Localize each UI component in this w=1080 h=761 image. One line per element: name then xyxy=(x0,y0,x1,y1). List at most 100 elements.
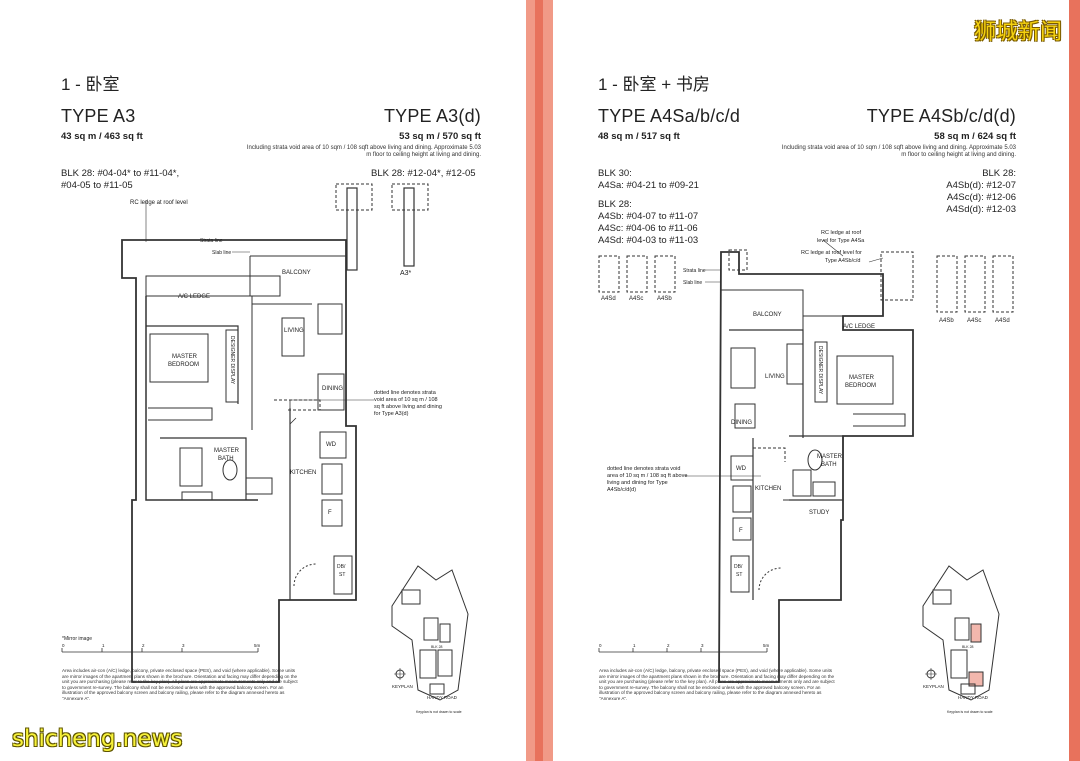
shower xyxy=(792,469,812,497)
wc xyxy=(807,449,823,471)
keyplan-block xyxy=(429,683,445,695)
slab-line-label: Slab line xyxy=(683,280,702,286)
void-note: Including strata void area of 10 sqm / 1… xyxy=(781,145,1016,158)
room-label: DINING xyxy=(322,386,343,392)
shower xyxy=(179,447,203,487)
blk-units-line1: BLK 28: #04-04* to #11-04*, xyxy=(61,168,180,179)
mini-plan xyxy=(964,255,986,313)
mini-plan-label: A3* xyxy=(400,270,412,277)
site-watermark: 狮城新闻 xyxy=(973,20,1062,45)
void-callout: sq ft above living and dining xyxy=(374,404,442,410)
scale-tick: 1 xyxy=(633,643,636,648)
floorplan-page-a3: 1 - 卧室 TYPE A3 43 sq m / 463 sq ft TYPE … xyxy=(0,0,526,761)
roof-ledge xyxy=(880,251,914,301)
floorplan-drawing-a4s: A4Sd A4Sc A4Sb A4Sb A4Sc A4Sd xyxy=(598,230,1014,714)
slab-line-label: Slab line xyxy=(212,250,231,256)
keyplan-block xyxy=(419,649,437,679)
sink xyxy=(732,485,752,513)
mini-plan-label: A4Sd xyxy=(601,296,616,302)
balcony-wall xyxy=(721,289,804,330)
blk-alt-units: BLK 28: #12-04*, #12-05 xyxy=(371,168,476,179)
strata-line-label: Strata line xyxy=(683,268,706,274)
room-label: F xyxy=(328,510,332,516)
strata-slab-marker xyxy=(232,239,250,253)
fridge xyxy=(321,499,343,527)
room-label: STUDY xyxy=(809,510,829,516)
room-label: ST xyxy=(339,572,345,578)
mini-plan-label: A4Sc xyxy=(967,318,981,324)
ac-ledge xyxy=(145,275,281,297)
room-label: BALCONY xyxy=(282,270,311,276)
room-label: BEDROOM xyxy=(168,362,199,368)
scale-tick: 2 xyxy=(142,643,145,648)
strata-line-label: Strata line xyxy=(200,238,223,244)
keyplan-block xyxy=(423,617,439,641)
mini-plan xyxy=(403,187,415,267)
keyplan-block-highlight xyxy=(968,671,984,687)
type-alt-title: TYPE A4Sb/c/d(d) xyxy=(866,106,1016,126)
scale-tick: 5m xyxy=(763,643,770,648)
keyplan-block-label: BLK 28 xyxy=(962,645,974,649)
scale-tick: 1 xyxy=(102,643,105,648)
room-label: DESIGNER DISPLAY xyxy=(229,336,235,385)
rc-ledge-label: RC ledge at roof xyxy=(821,230,862,236)
wd-cabinet xyxy=(319,431,347,459)
void-callout: A4Sb/c/d(d) xyxy=(607,487,636,493)
room-label: LIVING xyxy=(284,328,304,334)
room-label: ST xyxy=(736,572,742,578)
rc-ledge-label: RC ledge at roof level xyxy=(130,200,188,206)
basin xyxy=(245,477,273,495)
room-label: WD xyxy=(326,442,337,448)
scale-tick: 2 xyxy=(667,643,670,648)
dining-table xyxy=(317,373,345,411)
mini-plan xyxy=(626,255,648,293)
room-label: BALCONY xyxy=(753,312,782,318)
rc-ledge-label: Type A4Sb/c/d xyxy=(825,258,860,264)
scale-tick: 3 xyxy=(701,643,704,648)
type-alt-title: TYPE A3(d) xyxy=(383,106,481,126)
north-arrow-icon xyxy=(925,668,937,680)
scale-tick: 0 xyxy=(62,643,65,648)
strata-slab-marker xyxy=(705,269,721,283)
type-alt-area: 53 sq m / 570 sq ft xyxy=(399,131,481,142)
unit-outline xyxy=(718,251,914,683)
void-callout: dotted line denotes strata void xyxy=(607,466,680,472)
keyplan-note: Keyplan is not drawn to scale xyxy=(947,710,993,714)
mini-plan xyxy=(335,183,373,211)
void-outline xyxy=(274,399,321,411)
mini-plan-label: A4Sb xyxy=(657,296,672,302)
keyplan-site xyxy=(922,565,1000,701)
blk28-alt-label: BLK 28: xyxy=(982,168,1016,179)
room-label: KITCHEN xyxy=(755,486,781,492)
blk-units-line2: #04-05 to #11-05 xyxy=(61,180,133,191)
leader-arrow xyxy=(289,400,297,425)
room-label: DB/ xyxy=(734,564,743,570)
rc-ledge-label: level for Type A4Sa xyxy=(817,238,865,244)
scale-tick: 3 xyxy=(182,643,185,648)
keyplan-site xyxy=(391,565,469,701)
keyplan-block xyxy=(439,623,451,643)
room-label: MASTER xyxy=(817,454,843,460)
vanity xyxy=(181,491,213,501)
living-wall xyxy=(251,296,312,430)
wc xyxy=(222,459,238,481)
designer-display xyxy=(814,341,828,403)
scale-tick: 5m xyxy=(254,643,261,648)
leader-line xyxy=(822,239,884,263)
road-label: HANDY ROAD xyxy=(958,695,989,700)
void-callout: area of 10 sq m / 108 sq ft above xyxy=(607,473,687,479)
unit-range: A4Sc: #04-06 to #11-06 xyxy=(598,223,698,234)
road-label: HANDY ROAD xyxy=(427,695,458,700)
unit-range-alt: A4Sc(d): #12-06 xyxy=(946,192,1016,203)
basin xyxy=(812,481,836,497)
tv-console xyxy=(281,317,305,357)
blk28-label: BLK 28: xyxy=(598,199,632,210)
mini-plan xyxy=(346,187,358,271)
room-label: BEDROOM xyxy=(845,383,876,389)
tv-console xyxy=(786,343,804,385)
mini-plan-label: A4Sc xyxy=(629,296,643,302)
room-label: DESIGNER DISPLAY xyxy=(817,346,823,395)
keyplan-block xyxy=(932,589,952,605)
unit-outline xyxy=(121,239,357,683)
unit-range-alt: A4Sb(d): #12-07 xyxy=(946,180,1016,191)
